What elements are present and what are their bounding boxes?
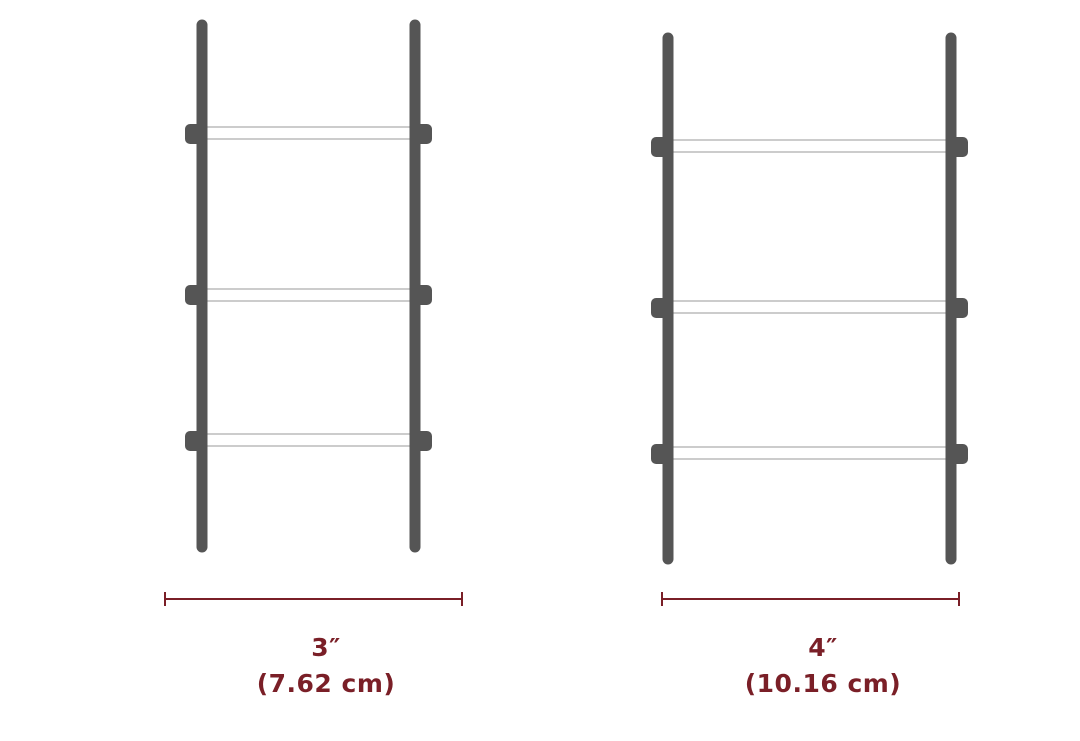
- width-imperial-label: 4″: [808, 633, 838, 662]
- width-metric-label: (7.62 cm): [256, 669, 396, 698]
- dimension-label-3in: 3″ (7.62 cm): [176, 630, 476, 702]
- ladder-4in: [651, 32, 968, 565]
- dimension-line-3in: [164, 592, 463, 606]
- rung: [205, 126, 412, 140]
- rung: [205, 433, 412, 447]
- rung: [670, 300, 948, 314]
- width-imperial-label: 3″: [311, 633, 341, 662]
- dimension-label-4in: 4″ (10.16 cm): [673, 630, 973, 702]
- dimension-line-4in: [661, 592, 960, 606]
- rung: [670, 446, 948, 460]
- rung: [205, 288, 412, 302]
- width-metric-label: (10.16 cm): [744, 669, 902, 698]
- ladder-3in: [185, 19, 432, 553]
- rung: [670, 139, 948, 153]
